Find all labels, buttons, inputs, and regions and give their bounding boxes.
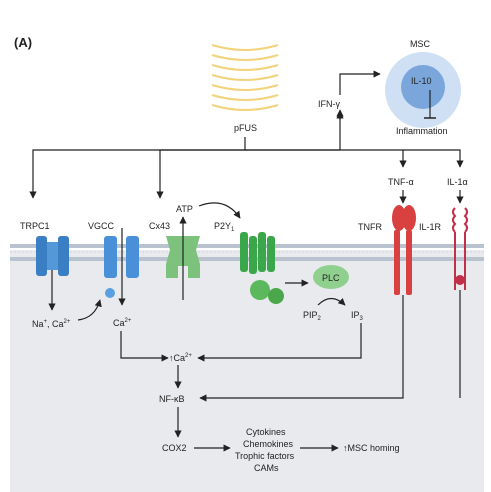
na-ca-label: Na+, Ca2+ <box>32 319 71 329</box>
trpc1-label: TRPC1 <box>20 221 50 231</box>
outputs-list: Cytokines Chemokines Trophic factors CAM… <box>235 427 295 473</box>
p2y-label: P2Y1 <box>214 221 235 233</box>
pfus-distribution-lines <box>29 125 464 199</box>
vgcc-channel-icon <box>104 236 139 298</box>
il1r-receptor-icon <box>452 207 468 290</box>
cox2-label: COX2 <box>162 443 187 453</box>
ca-up-label: ↑Ca2+ <box>169 353 192 363</box>
tnfr-receptor-icon <box>392 205 416 295</box>
output-item: Cytokines <box>246 427 286 437</box>
atp-label: ATP <box>176 204 193 214</box>
ifn-label: IFN-γ <box>318 99 340 109</box>
msc-cell <box>385 52 461 128</box>
ultrasound-waves-icon <box>211 44 279 111</box>
tnf-label: TNF-α <box>388 177 414 187</box>
homing-label: ↑MSC homing <box>343 443 400 453</box>
plc-label: PLC <box>322 273 340 283</box>
p2y-receptor-icon <box>240 232 284 304</box>
il10-label: IL-10 <box>411 76 432 86</box>
ca-label: Ca2+ <box>113 318 132 328</box>
msc-label: MSC <box>410 39 431 49</box>
il1-label: IL-1α <box>447 177 468 187</box>
stimulus-label: pFUS <box>234 123 257 133</box>
ip3-label: IP3 <box>351 310 364 322</box>
output-item: CAMs <box>254 463 279 473</box>
pip2-label: PIP2 <box>303 310 322 322</box>
trpc1-channel-icon <box>36 236 69 276</box>
inflammation-label: Inflammation <box>396 126 448 136</box>
panel-label: (A) <box>14 35 32 50</box>
plc-enzyme-icon <box>313 265 349 289</box>
output-item: Chemokines <box>243 439 294 449</box>
output-item: Trophic factors <box>235 451 295 461</box>
cytoplasm-area <box>10 250 484 492</box>
il1r-label: IL-1R <box>419 222 442 232</box>
cx43-label: Cx43 <box>149 221 170 231</box>
vgcc-label: VGCC <box>88 221 115 231</box>
tnfr-label: TNFR <box>358 222 382 232</box>
nfkb-label: NF-κB <box>159 394 185 404</box>
